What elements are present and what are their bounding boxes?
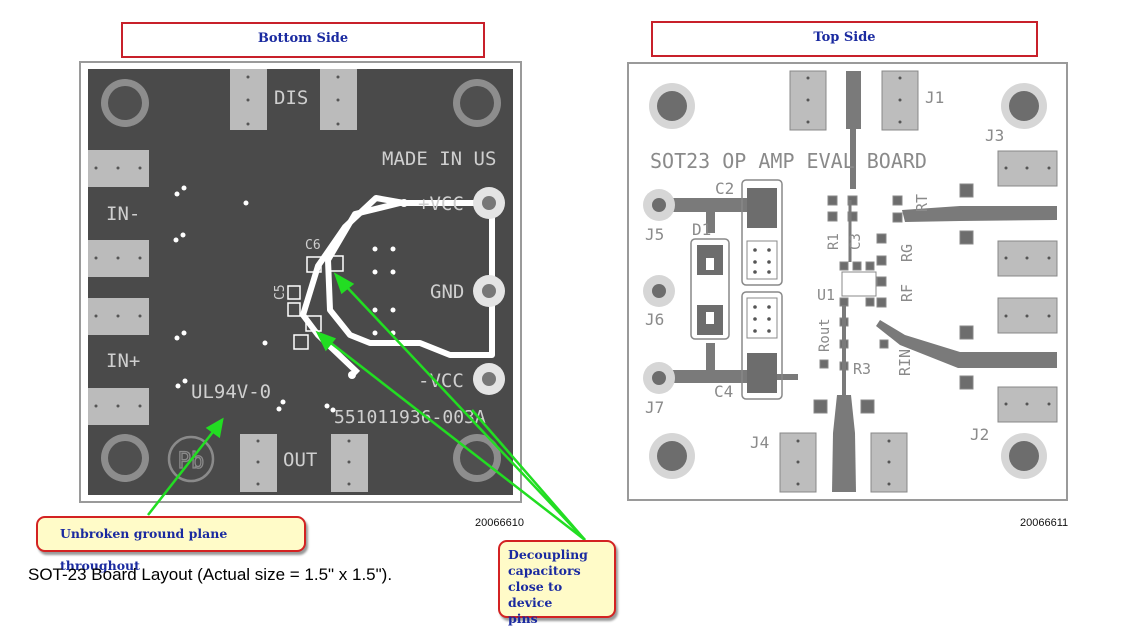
bottom-mounting-holes (101, 79, 501, 482)
label-r1: R1 (826, 233, 842, 250)
label-c4: C4 (714, 382, 733, 401)
bottom-vias (173, 185, 396, 413)
label-rg: RG (898, 244, 916, 262)
figure-caption: SOT-23 Board Layout (Actual size = 1.5" … (28, 565, 393, 584)
silk-out: OUT (283, 449, 317, 471)
capacitor-c2 (741, 179, 783, 286)
silk-ul94v0: UL94V-0 (191, 381, 271, 403)
label-j7: J7 (645, 398, 664, 417)
capacitor-c4 (741, 291, 783, 400)
trace-via-bottom (348, 371, 356, 379)
silk-in-minus: IN- (106, 203, 140, 225)
u1-body (841, 200, 877, 395)
bottom-side-title: Bottom Side (121, 22, 485, 58)
silk-c5: C5 (273, 284, 288, 300)
ground-plane-callout: Unbroken ground plane throughout (36, 516, 306, 573)
bottom-figure-number: 20066610 (475, 517, 524, 529)
silk-gnd: GND (430, 281, 464, 303)
label-c3: C3 (848, 233, 864, 250)
board-name: SOT23 OP AMP EVAL BOARD (650, 149, 927, 173)
label-r3: R3 (853, 360, 871, 378)
silk-c6: C6 (305, 238, 321, 253)
label-j2: J2 (970, 425, 989, 444)
decoupling-line-2: capacitors (508, 563, 581, 578)
label-j4: J4 (750, 433, 769, 452)
silk-made-in-us: MADE IN US (382, 148, 496, 170)
bottom-connector-pads (88, 69, 368, 492)
top-terminals (643, 189, 675, 394)
silk-in-plus: IN+ (106, 350, 140, 372)
bottom-board (79, 61, 522, 503)
bottom-terminals (473, 187, 505, 395)
top-side-title: Top Side (651, 21, 1038, 57)
label-rf: RF (898, 284, 916, 302)
label-j5: J5 (645, 225, 664, 244)
label-u1: U1 (817, 286, 835, 304)
diode-d1 (690, 238, 730, 340)
top-mounting-holes (649, 83, 1047, 479)
callout-arrows (147, 272, 586, 541)
label-c2: C2 (715, 179, 734, 198)
decoupling-line-1: Decoupling (508, 547, 588, 562)
label-rt: RT (913, 194, 931, 212)
silk-part-number: 551011936-003A (334, 407, 486, 428)
ground-plane-callout-text: Unbroken ground plane throughout (60, 526, 228, 573)
bottom-components (287, 255, 344, 350)
label-j1: J1 (925, 88, 944, 107)
decoupling-line-3: close to device (508, 579, 563, 610)
capacitor-dots (753, 248, 771, 333)
top-smd-pads (813, 183, 974, 414)
decoupling-line-4: pins (508, 611, 538, 626)
bottom-pad-dots (94, 75, 351, 486)
silk-dis: DIS (274, 87, 308, 109)
top-silkscreen: SOT23 OP AMP EVAL BOARD J1 J3 J2 J4 J5 J… (645, 88, 1004, 452)
label-j6: J6 (645, 310, 664, 329)
top-pad-dots (796, 76, 1051, 486)
label-d1: D1 (692, 220, 711, 239)
top-connector-pads (779, 70, 1058, 493)
trace-via-top (400, 199, 408, 207)
silk-vcc-pos: +VCC (418, 193, 464, 215)
decoupling-callout: Decoupling capacitors close to device pi… (498, 540, 616, 626)
label-j3: J3 (985, 126, 1004, 145)
top-figure-number: 20066611 (1020, 517, 1069, 529)
label-rin: RIN (896, 349, 914, 376)
label-rout: Rout (817, 318, 833, 352)
